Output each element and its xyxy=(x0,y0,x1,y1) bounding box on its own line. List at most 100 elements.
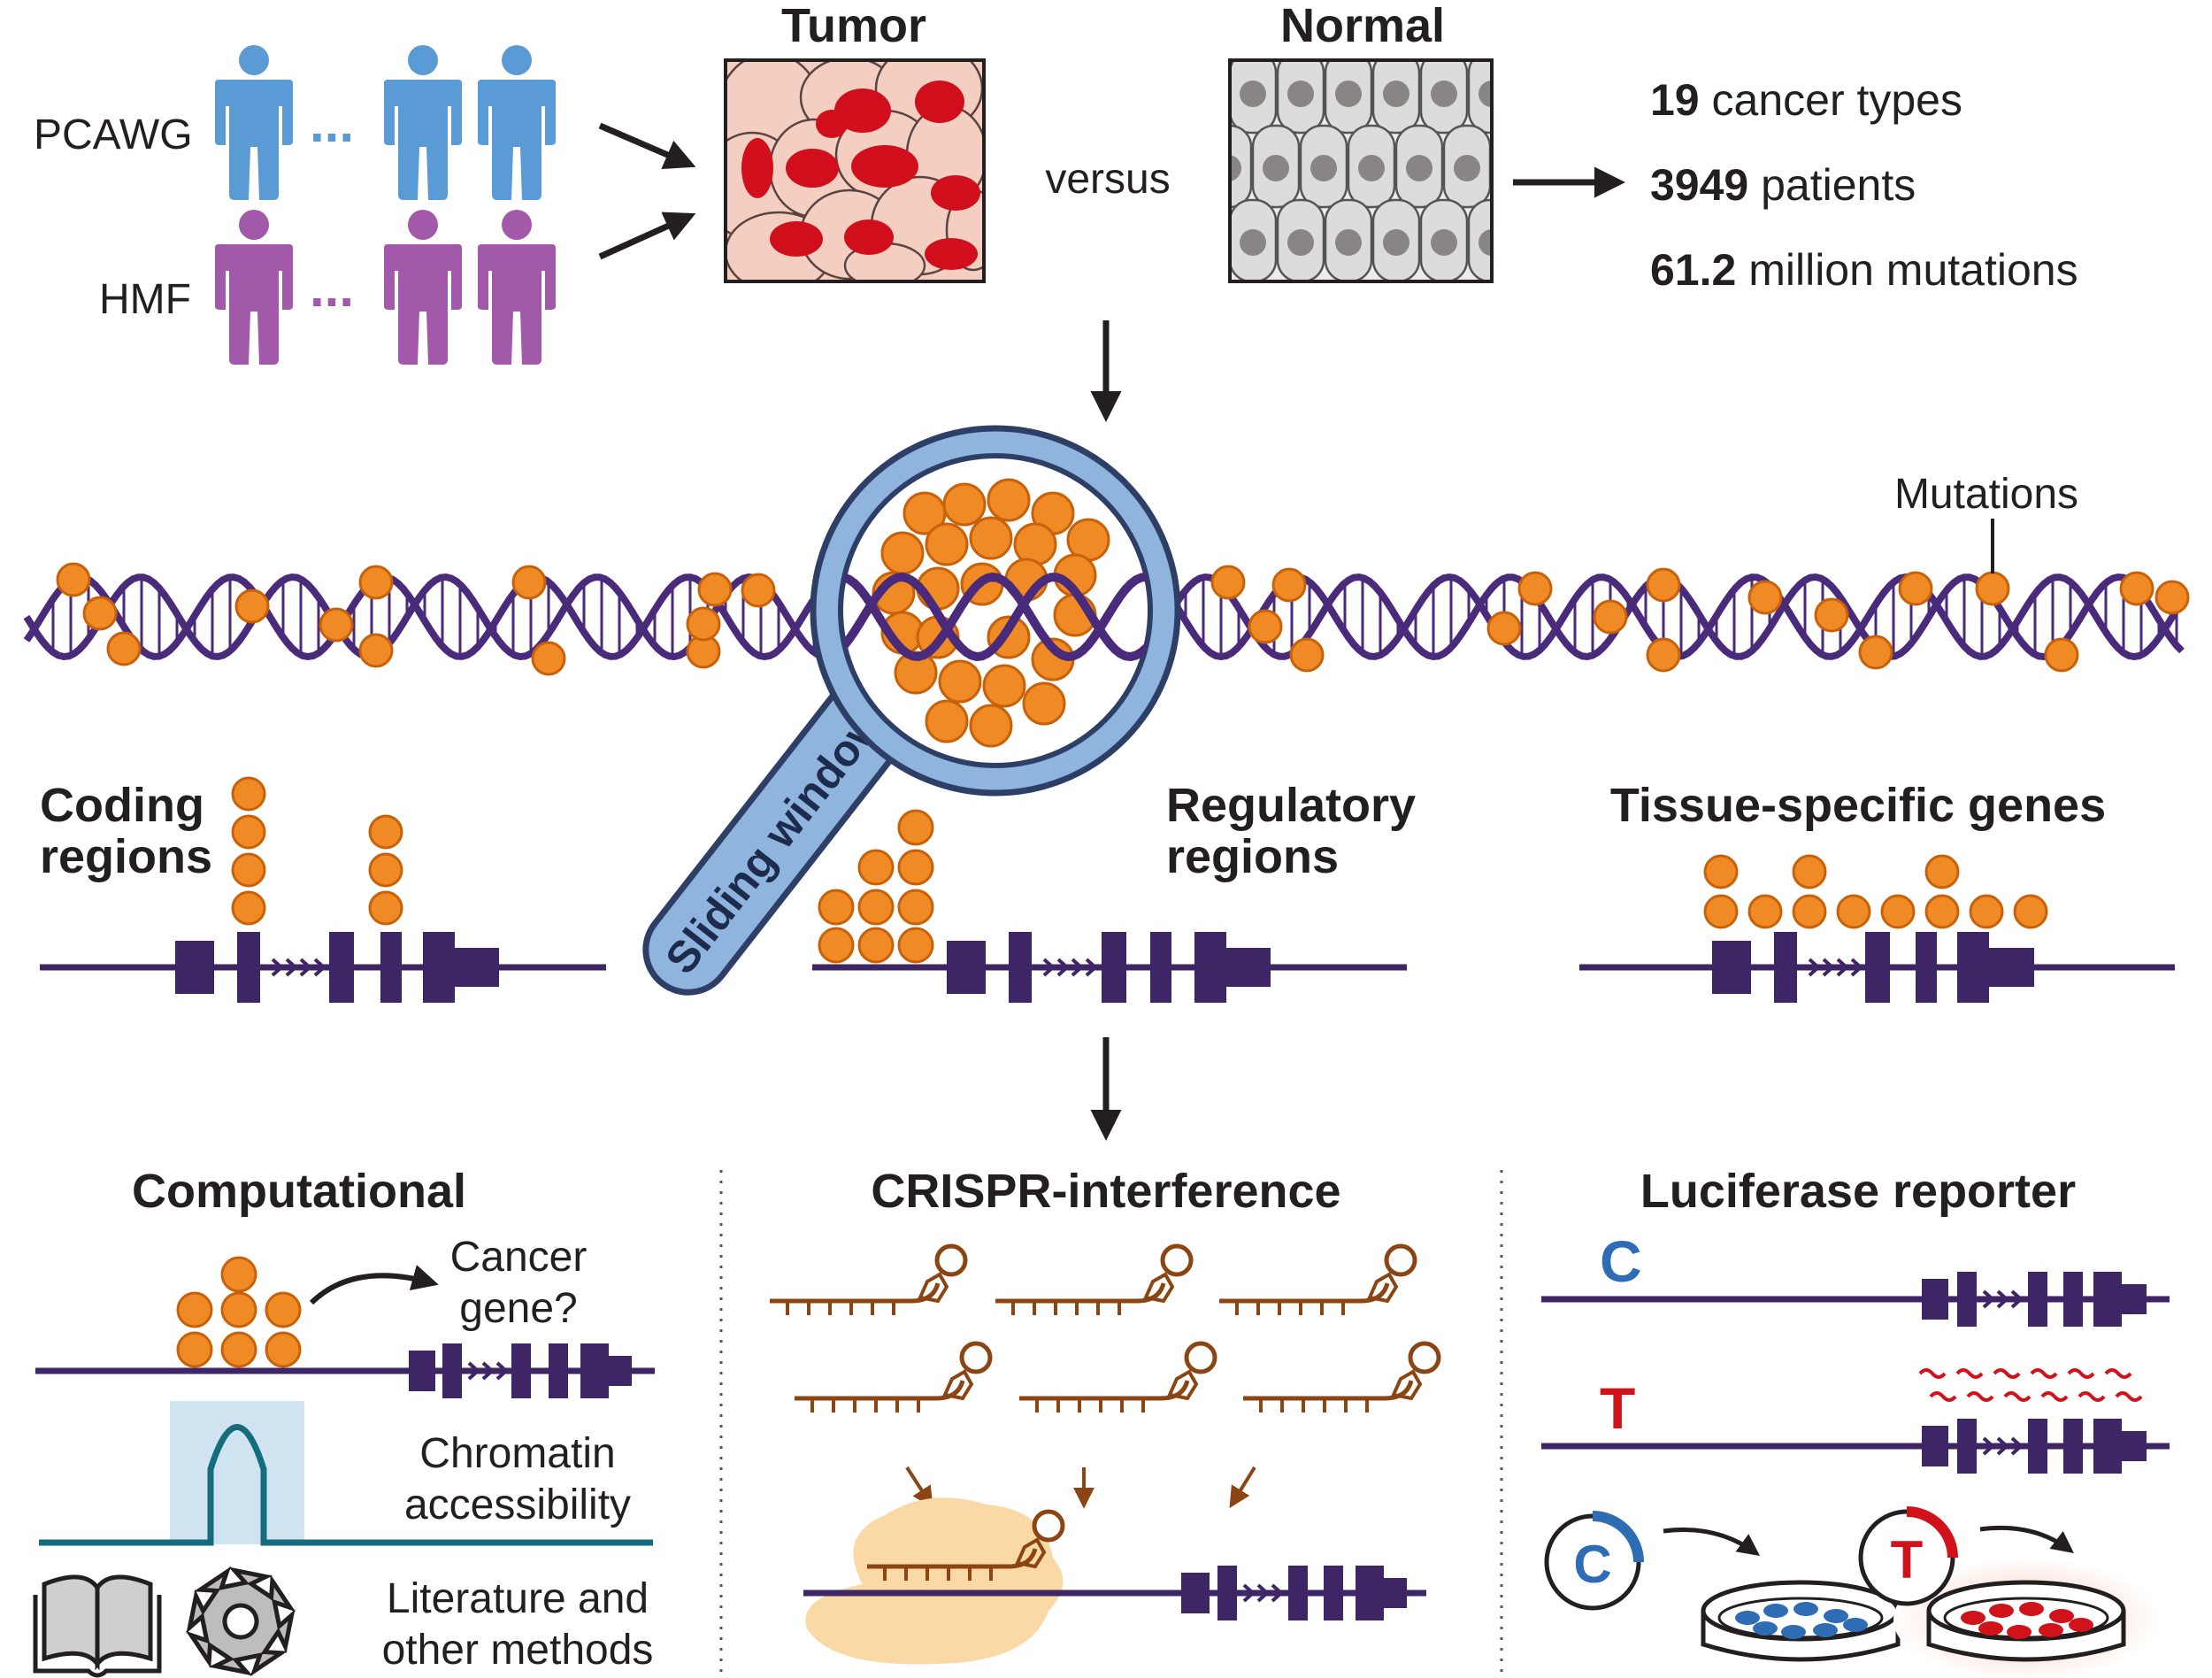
crispr-panel: CRISPR-interference xyxy=(770,1165,1441,1665)
mutation-dot xyxy=(319,607,354,643)
reporter-cell xyxy=(1824,1609,1848,1623)
normal-nucleus xyxy=(1431,81,1457,107)
exon xyxy=(2063,1419,2083,1474)
chromatin-highlight xyxy=(170,1401,304,1544)
mutation-dot xyxy=(1747,580,1783,615)
guide-rna xyxy=(1243,1341,1441,1412)
hmf-people-icons xyxy=(215,210,556,365)
exon xyxy=(607,1356,632,1386)
exon xyxy=(1916,932,1937,1003)
exon xyxy=(549,1343,568,1398)
exon xyxy=(1356,1566,1384,1620)
reporter-cell xyxy=(1978,1621,2003,1636)
mutation-dot xyxy=(176,1291,213,1328)
book-icon xyxy=(33,1574,162,1678)
mutation-dot xyxy=(368,814,403,850)
chromatin-label: Chromatin xyxy=(419,1430,615,1477)
mutation-dot xyxy=(897,927,934,964)
normal-nucleus xyxy=(1287,81,1314,107)
mutation-dot xyxy=(56,562,91,597)
chromatin-peak xyxy=(39,1424,653,1546)
luciferase-title: Luciferase reporter xyxy=(1640,1165,2076,1218)
reporter-cell xyxy=(2039,1623,2063,1637)
exon xyxy=(1382,1578,1407,1608)
mutation-dot xyxy=(1593,599,1628,635)
mutation-dot xyxy=(265,1291,302,1328)
mutation-dot xyxy=(897,809,934,846)
exon xyxy=(2120,1284,2147,1314)
normal-nucleus xyxy=(1335,81,1362,107)
crispr-gene-model xyxy=(1177,1566,1426,1620)
normal-nucleus xyxy=(1454,155,1480,181)
exon xyxy=(175,941,214,994)
tumor-title: Tumor xyxy=(781,0,926,52)
mutation-dot xyxy=(1646,567,1681,603)
arrow-c-to-dish xyxy=(1663,1527,1761,1556)
arrow-t-to-dish xyxy=(1979,1525,2074,1554)
mutation-dot xyxy=(1646,637,1681,673)
mutation-dot xyxy=(368,852,403,888)
tissue-mutation-dots xyxy=(1703,854,2048,929)
mutation-dot xyxy=(1703,854,1739,889)
normal-nucleus xyxy=(1383,229,1409,256)
mutation-dot xyxy=(925,522,969,566)
cohort-section: PCAWG HMF ... ... xyxy=(34,45,696,365)
allele-c-badge: C xyxy=(1544,1511,1644,1611)
normal-nucleus xyxy=(1479,229,1492,256)
mutation-dot xyxy=(220,1331,257,1368)
reporter-cell xyxy=(1843,1618,1868,1632)
reporter-cell xyxy=(1793,1602,1818,1616)
stat-mutations: 61.2 million mutations xyxy=(1650,245,2078,295)
person-icon xyxy=(384,210,462,365)
normal-nucleus xyxy=(1240,229,1266,256)
mutation-dot xyxy=(2013,894,2048,929)
normal-nucleus xyxy=(1431,229,1457,256)
mutation-dot xyxy=(969,516,1013,560)
exon xyxy=(1288,1566,1308,1620)
tumor-nucleus xyxy=(925,238,978,270)
chromatin-label-line2: accessibility xyxy=(404,1482,631,1528)
reporter-cell xyxy=(1753,1621,1778,1636)
mutation-dot xyxy=(897,889,934,926)
mutation-dot xyxy=(511,565,547,600)
coding-regions-title-line2: regions xyxy=(40,830,212,883)
mutation-dot xyxy=(1924,854,1960,889)
mutation-dot xyxy=(531,641,566,676)
mutation-dot xyxy=(1013,522,1057,566)
mutation-dot xyxy=(880,531,925,575)
cohort-label-pcawg: PCAWG xyxy=(34,112,193,158)
exon xyxy=(2028,1419,2047,1474)
ellipsis-pcawg: ... xyxy=(310,94,354,153)
mutations-label: Mutations xyxy=(1894,471,2078,518)
computational-panel: Computational Cancer gene? Chromatin acc… xyxy=(33,1165,655,1678)
mutation-dot xyxy=(1969,894,2004,929)
mutation-dot xyxy=(1880,894,1916,929)
cohort-label-hmf: HMF xyxy=(99,276,191,323)
exon xyxy=(947,941,986,994)
normal-title: Normal xyxy=(1280,0,1445,52)
exon xyxy=(237,932,260,1003)
arrow-pcawg-to-tumor xyxy=(598,122,696,169)
curved-arrow-to-gene xyxy=(309,1265,439,1305)
reporter-t-gene xyxy=(1920,1419,2170,1474)
mutation-dot xyxy=(2154,580,2190,615)
normal-nucleus xyxy=(1287,229,1314,256)
mutation-dot xyxy=(686,606,721,642)
svg-text:C: C xyxy=(1573,1535,1611,1594)
exon xyxy=(423,932,455,1003)
allele-t-label: T xyxy=(1600,1375,1635,1441)
exon xyxy=(2028,1272,2047,1327)
mutation-dot xyxy=(897,849,934,886)
exon xyxy=(1957,1419,1977,1474)
regulatory-regions-panel: Regulatory regions xyxy=(812,779,1416,1003)
mutation-dot xyxy=(1289,637,1325,673)
tissue-gene-model xyxy=(1579,932,2175,1003)
literature-label-line2: other methods xyxy=(382,1627,654,1674)
mutation-dot xyxy=(938,659,982,704)
mutation-dot xyxy=(818,889,855,926)
guide-rna xyxy=(795,1341,993,1412)
mutation-dot xyxy=(1210,565,1246,600)
normal-nucleus xyxy=(1230,155,1241,181)
exon xyxy=(1194,932,1226,1003)
